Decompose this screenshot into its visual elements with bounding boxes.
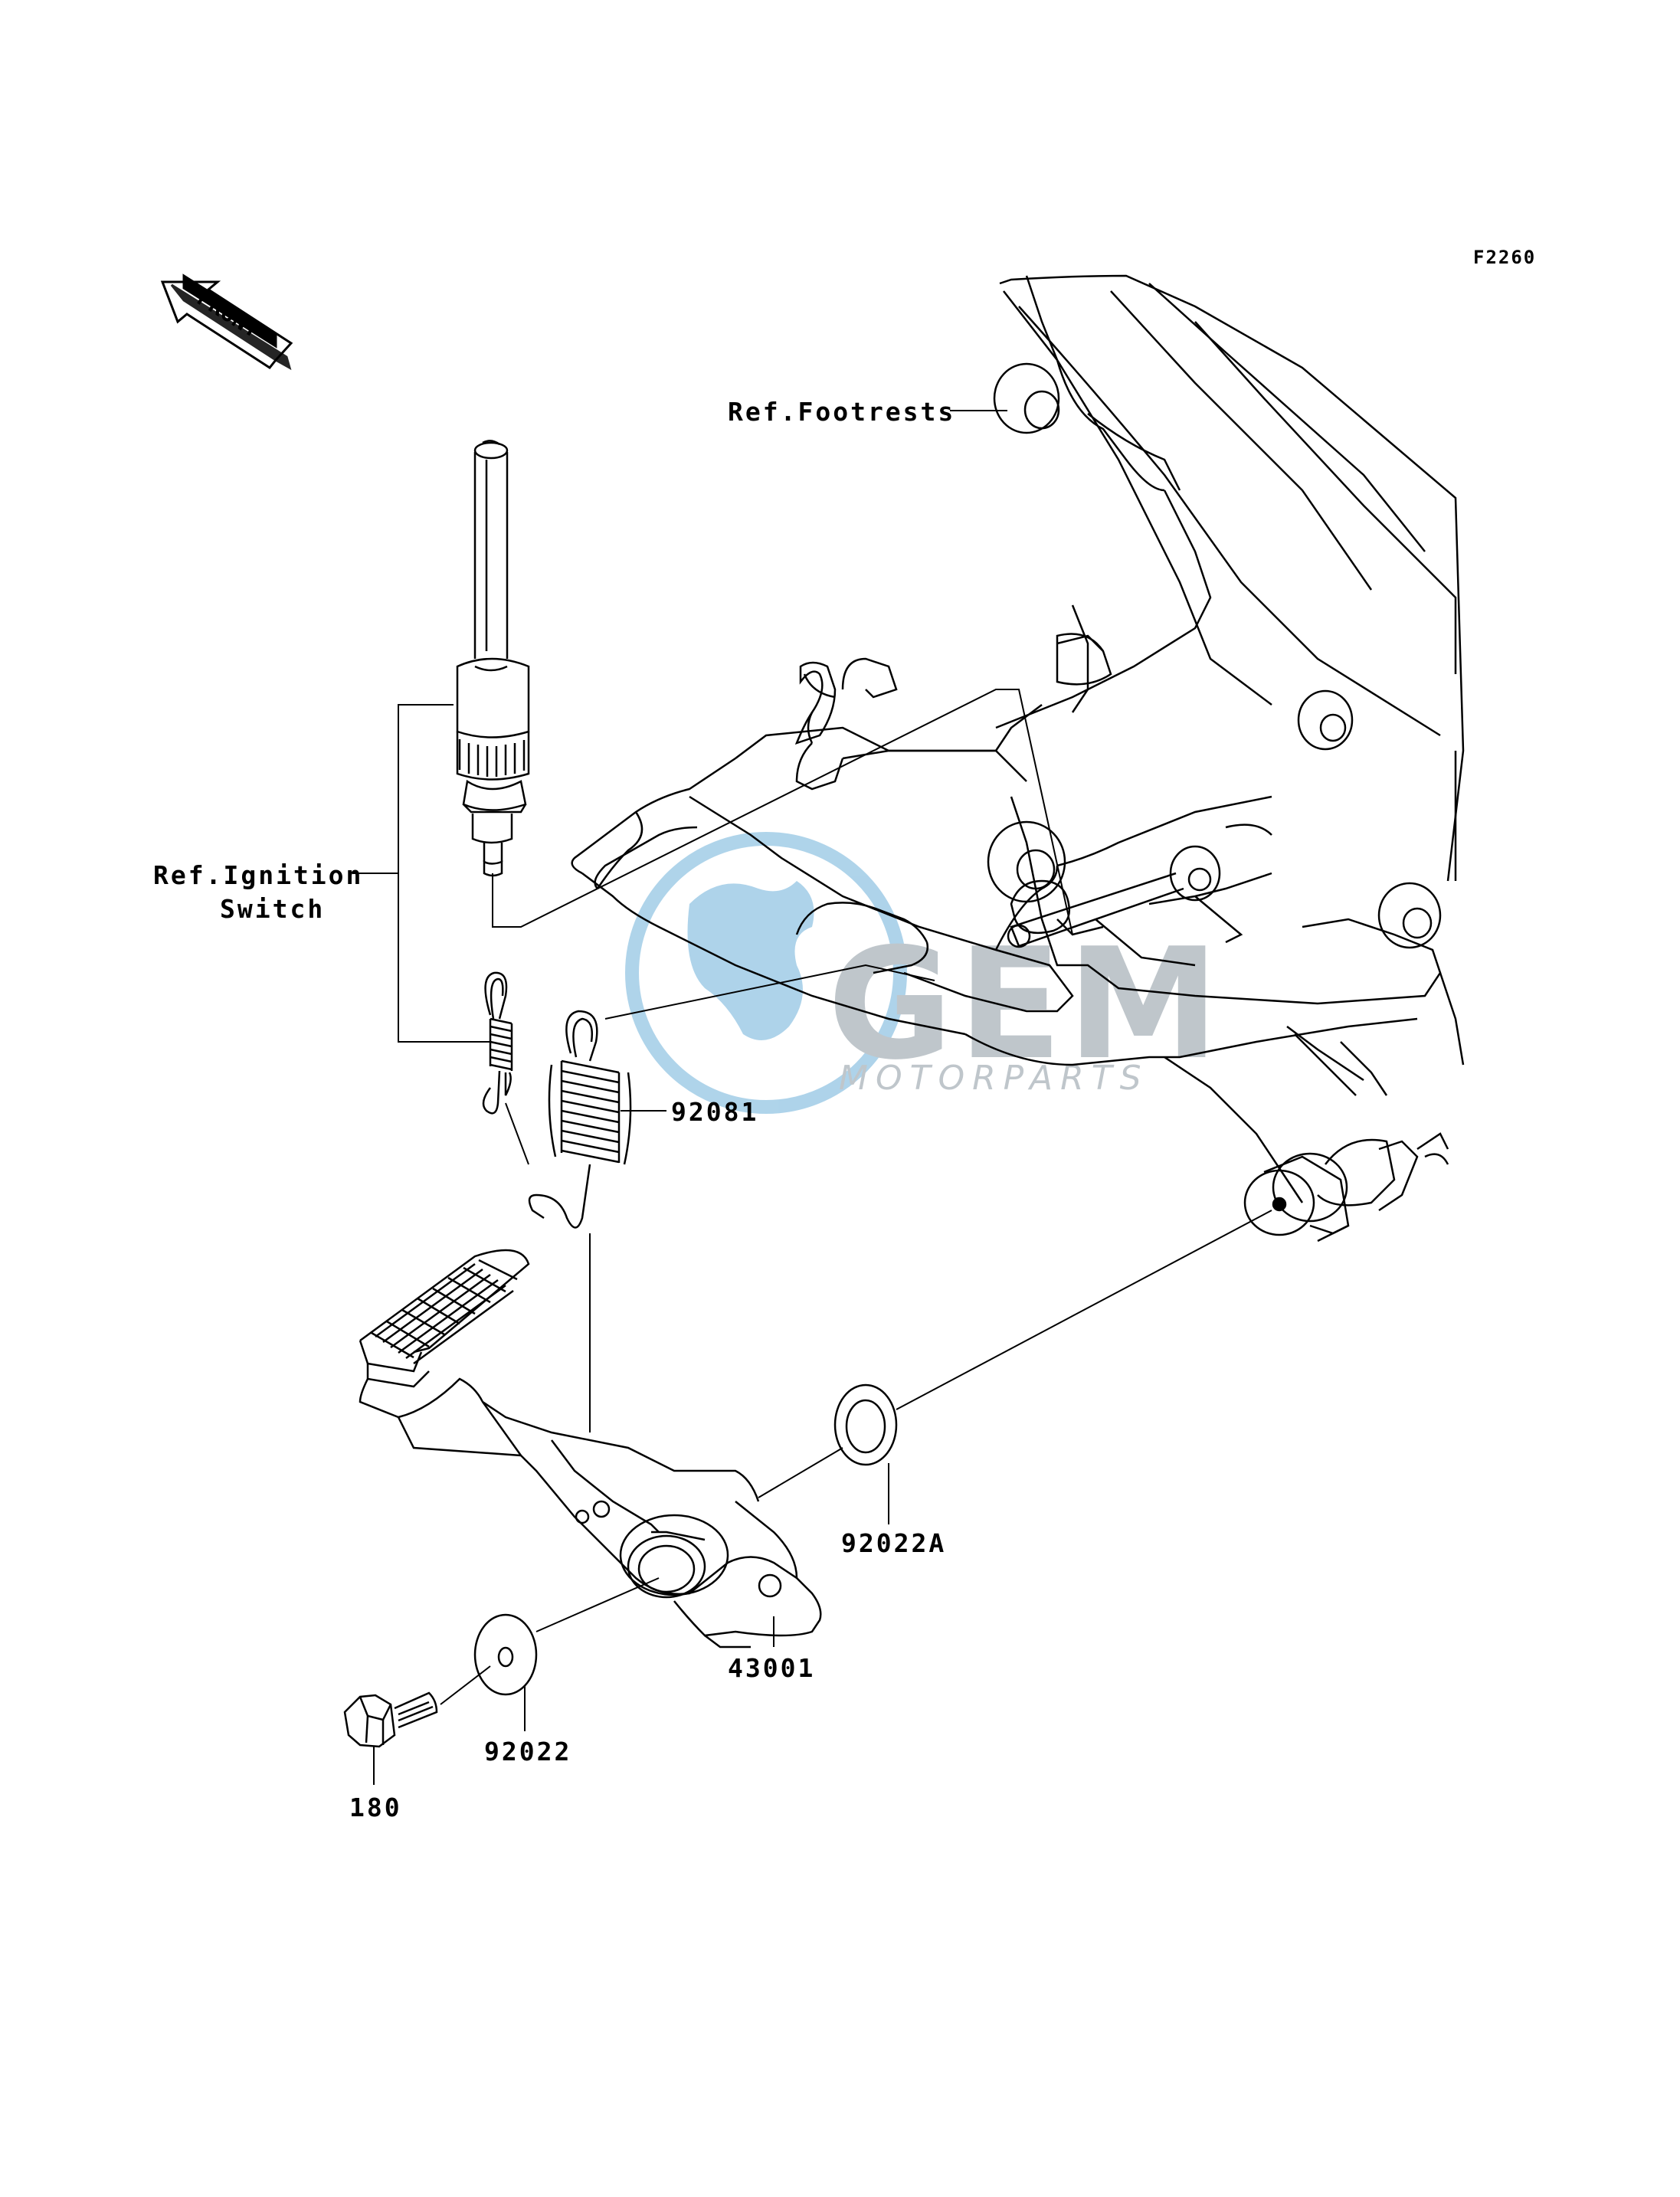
watermark-logo: GEM MOTORPARTS <box>625 832 1220 1114</box>
label-ref-footrests[interactable]: Ref.Footrests <box>728 397 956 427</box>
brake-pedal <box>359 1249 822 1649</box>
figure-code: F2260 <box>1473 247 1537 268</box>
globe-icon <box>687 881 814 1040</box>
label-part-92022[interactable]: 92022 <box>484 1737 572 1766</box>
label-part-92022A[interactable]: 92022A <box>841 1528 947 1558</box>
watermark-sub: MOTORPARTS <box>839 1059 1149 1098</box>
flange-bolt <box>343 1691 438 1748</box>
washer-92022 <box>473 1613 538 1696</box>
return-spring <box>528 1010 632 1229</box>
label-part-92081[interactable]: 92081 <box>671 1097 759 1127</box>
leader-lines <box>352 410 1272 1785</box>
label-ref-ignition-switch-line1[interactable]: Ref.Ignition <box>153 860 364 890</box>
label-part-43001[interactable]: 43001 <box>728 1653 816 1683</box>
frame-footrest-bracket <box>571 274 1465 1243</box>
switch-spring <box>482 971 513 1115</box>
washer-92022A <box>833 1383 898 1466</box>
front-arrow-icon: FRONT <box>160 273 293 371</box>
brake-light-switch <box>456 440 530 877</box>
label-ref-ignition-switch-line2[interactable]: Switch <box>220 894 326 924</box>
label-part-180[interactable]: 180 <box>349 1793 402 1822</box>
